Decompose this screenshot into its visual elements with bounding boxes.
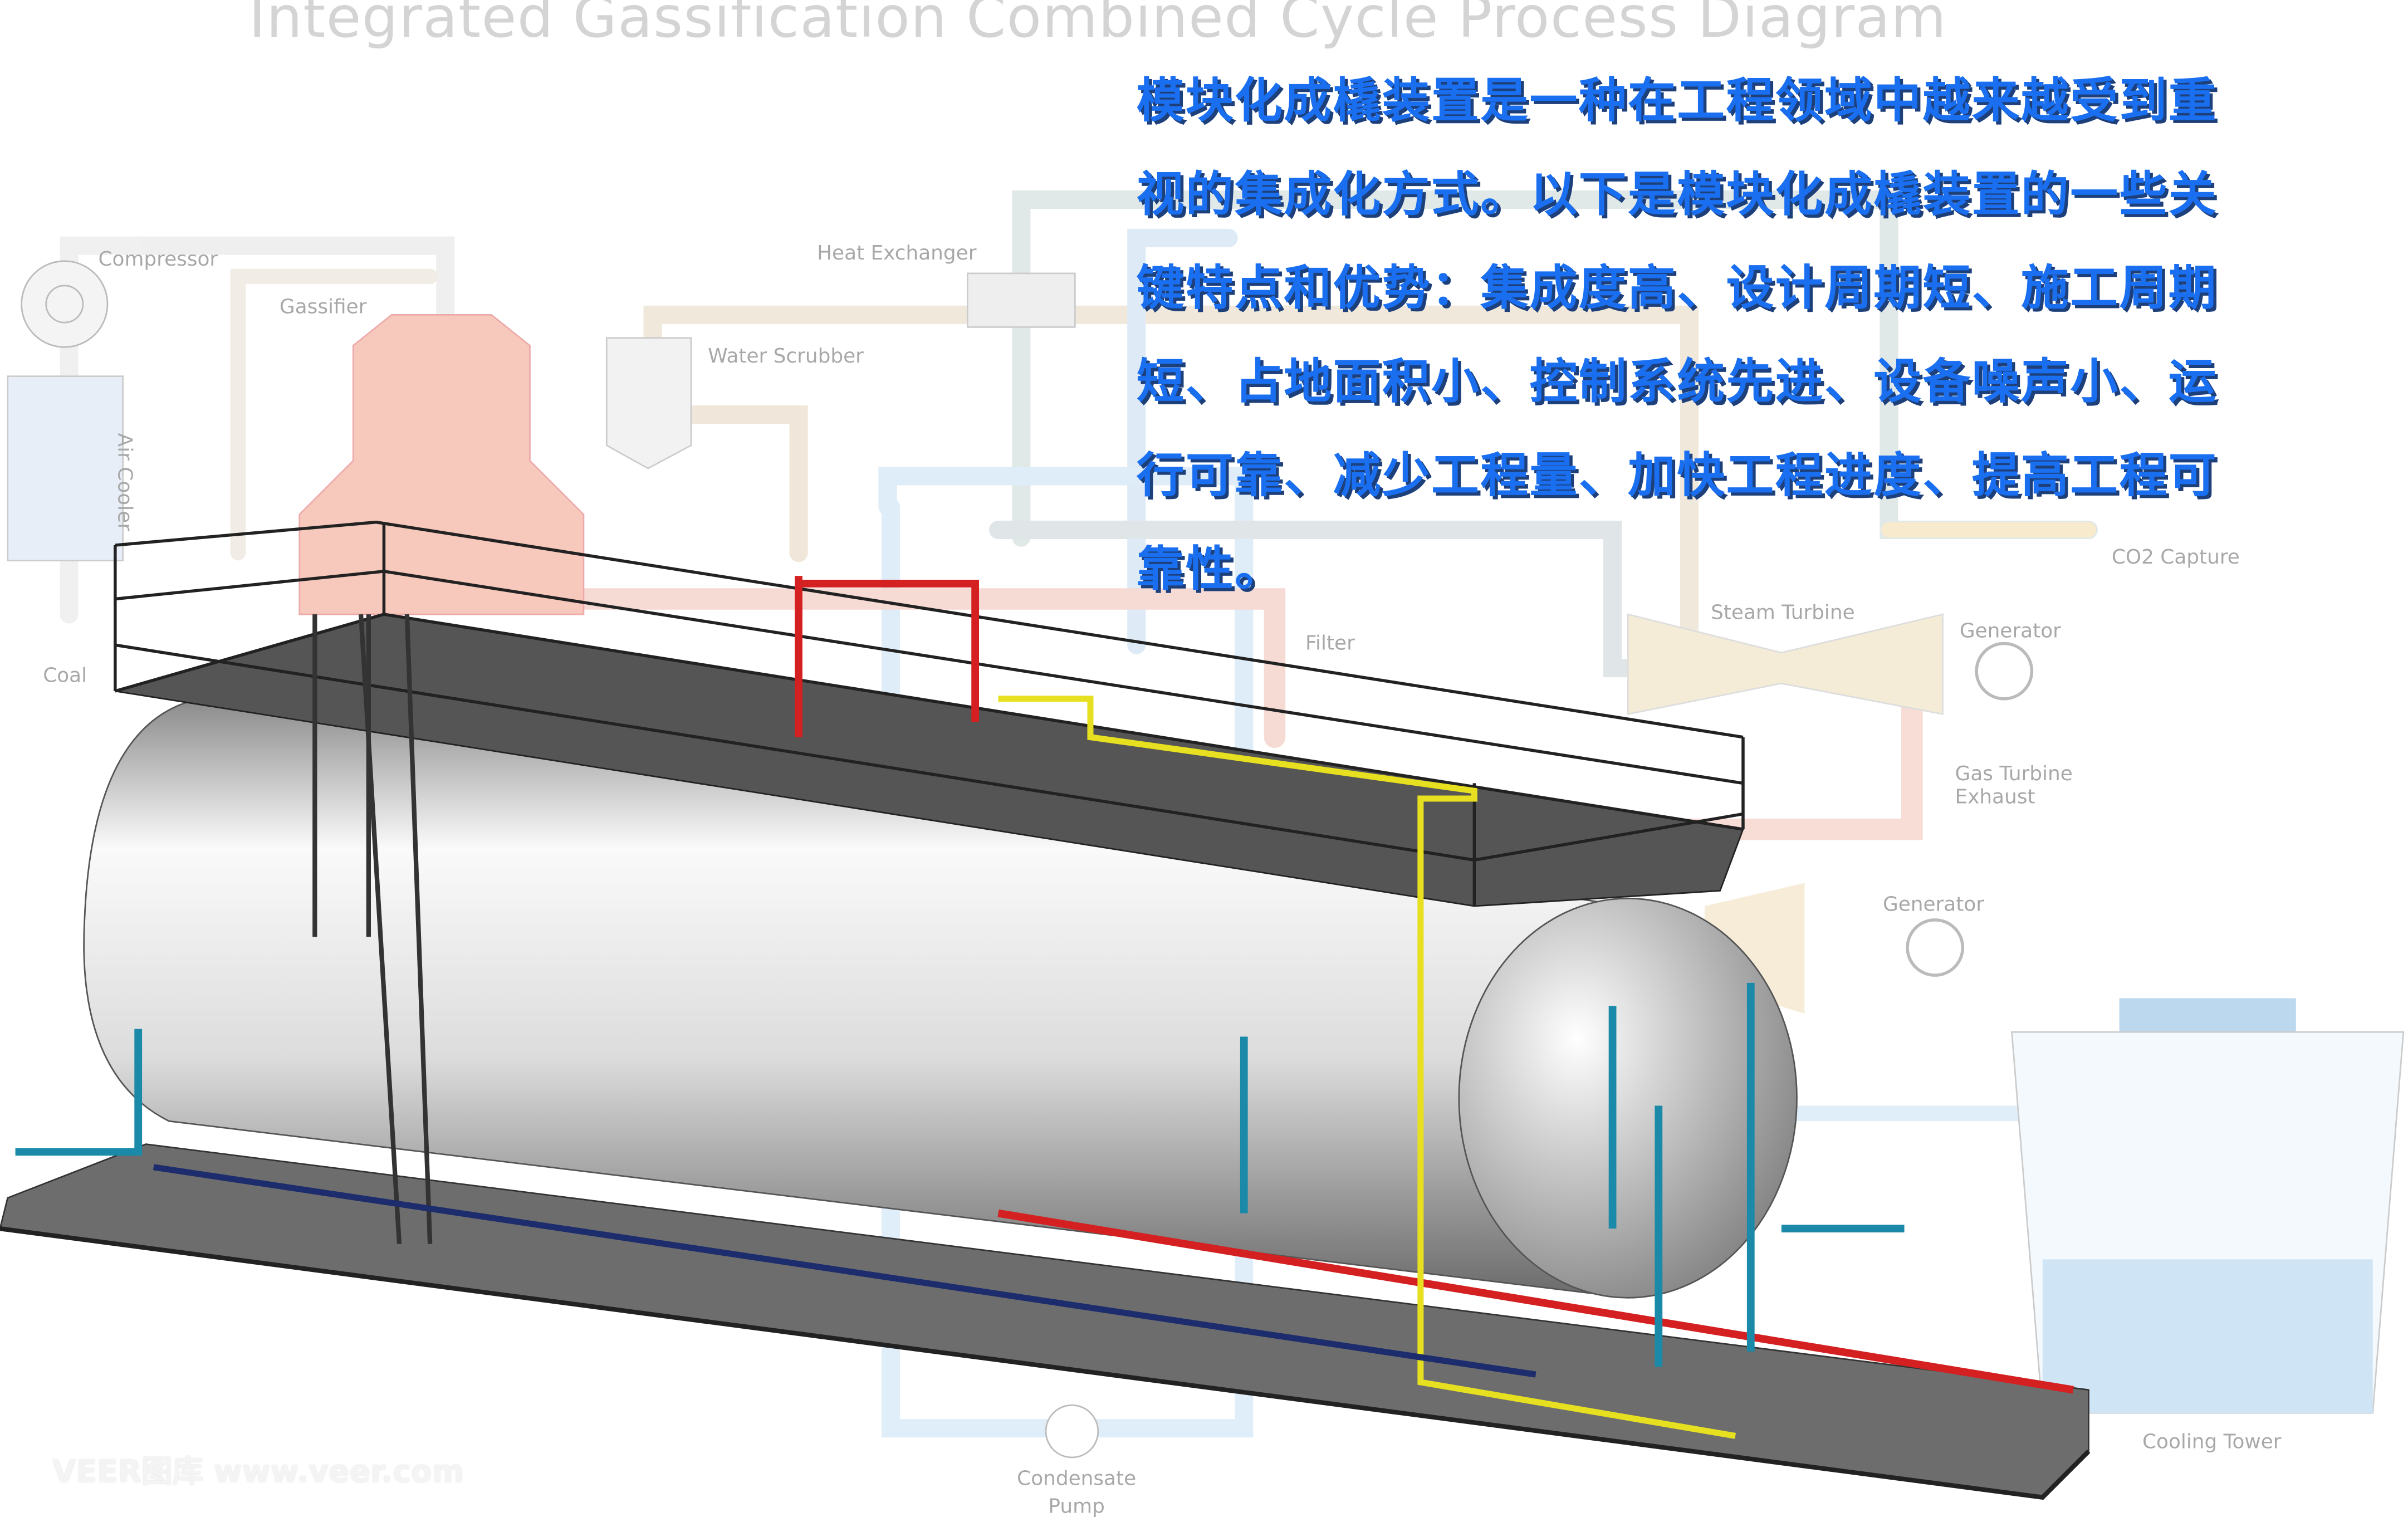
- teal-pipes: [15, 982, 1905, 1367]
- watermark: VEER图库 www.veer.com: [52, 1452, 464, 1490]
- label-coal: Coal: [43, 665, 87, 688]
- label-heat-exchanger: Heat Exchanger: [817, 242, 977, 266]
- vessel-head: [1458, 897, 1798, 1299]
- label-water-scrubber: Water Scrubber: [708, 345, 864, 369]
- label-cooling-tower: Cooling Tower: [2142, 1431, 2282, 1455]
- water-scrubber-icon: [605, 337, 692, 469]
- generator-icon-2: [1906, 918, 1965, 977]
- guard-railing: [114, 520, 1745, 907]
- air-cooler-icon: [7, 375, 124, 561]
- label-co2-capture: CO2 Capture: [2111, 546, 2240, 570]
- ladder: [312, 614, 433, 1244]
- label-condensate-pump: Condensate Pump: [1017, 1468, 1137, 1519]
- navy-pipe: [153, 1164, 1536, 1378]
- label-filter: Filter: [1305, 633, 1355, 656]
- label-generator-1: Generator: [1959, 620, 2061, 644]
- compressor-icon: [21, 260, 109, 348]
- label-generator-2: Generator: [1882, 893, 1984, 917]
- caption-text: 模块化成橇装置是一种在工程领域中越来越受到重视的集成化方式。以下是模块化成橇装置…: [1136, 74, 2218, 598]
- label-compressor: Compressor: [98, 248, 218, 272]
- cooling-tower-icon: [2011, 998, 2405, 1414]
- label-gassifier: Gassifier: [279, 296, 367, 320]
- gassifier-icon: [298, 314, 585, 615]
- red-pipe: [795, 576, 2074, 1394]
- heat-exchanger-icon: [966, 272, 1076, 328]
- label-gas-turbine-exhaust: Gas Turbine Exhaust: [1955, 763, 2073, 810]
- label-air-cooler: Air Cooler: [112, 433, 135, 531]
- label-steam-turbine: Steam Turbine: [1711, 602, 1855, 625]
- condensate-pump-icon: [1045, 1404, 1099, 1459]
- diagram-title: Integrated Gassification Combined Cycle …: [248, 0, 1947, 51]
- yellow-pipe: [998, 696, 1736, 1439]
- generator-icon: [1975, 642, 2034, 701]
- steam-turbine-icon: [1627, 613, 1944, 716]
